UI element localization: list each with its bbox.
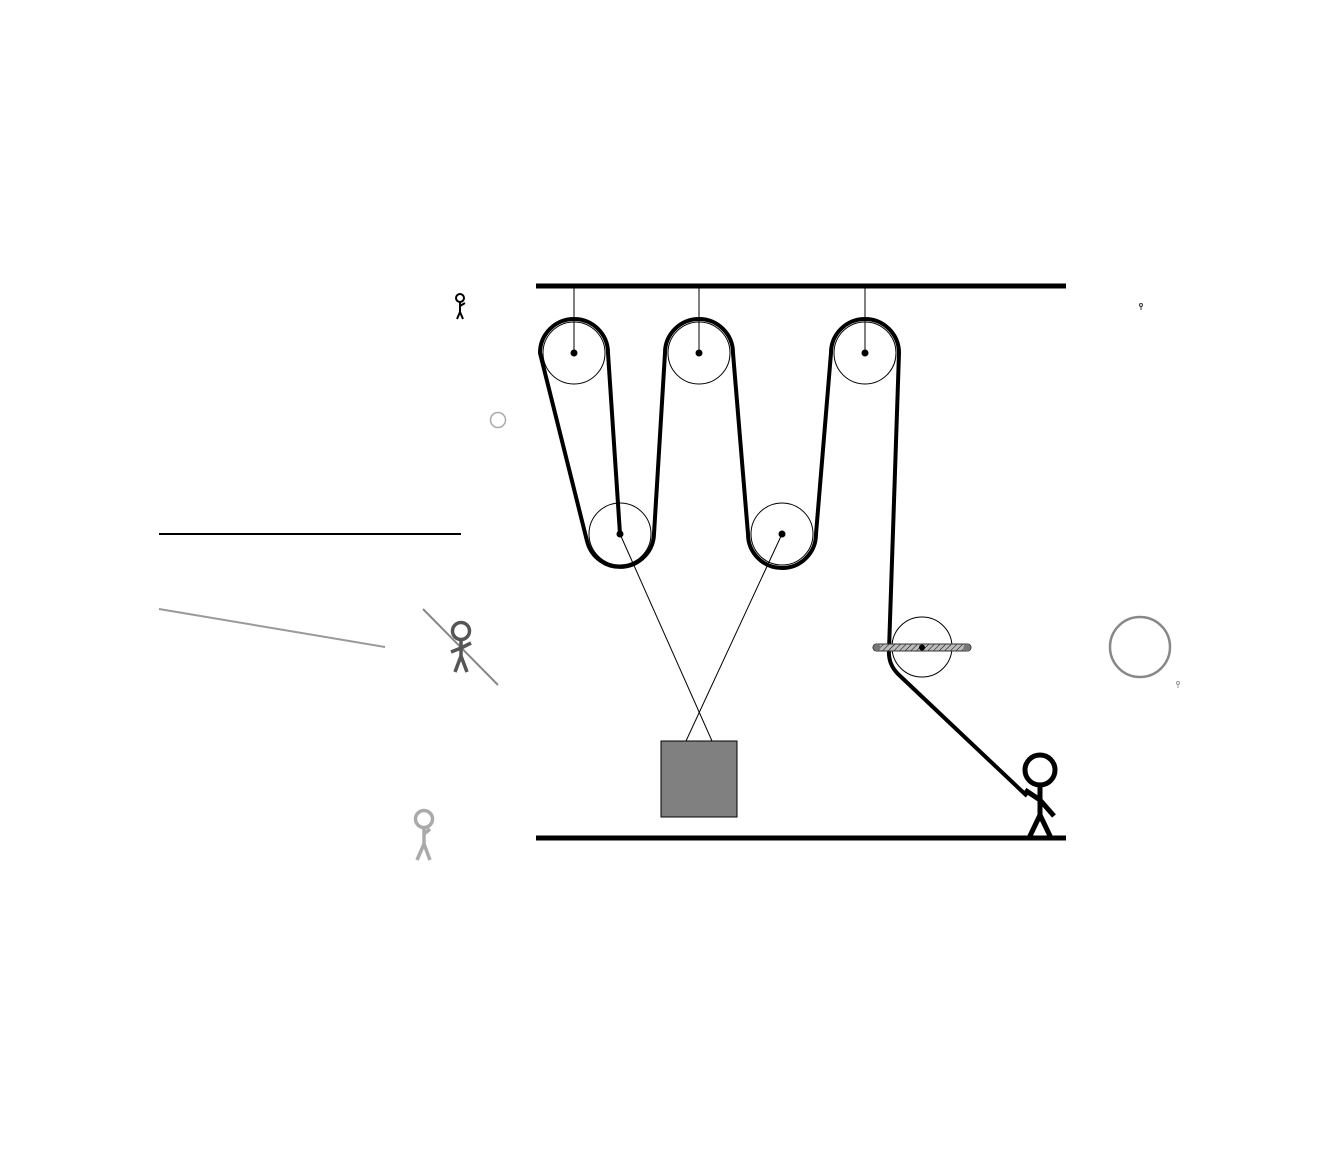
stick-figure-tiny-dark — [1139, 303, 1143, 310]
main-rope — [538, 317, 1029, 798]
load-string-left — [619, 533, 713, 742]
fixed-pulley-1 — [542, 321, 606, 385]
stick-figure-light-gray — [413, 808, 435, 861]
load-string-right — [685, 533, 783, 742]
distractor-line-gray — [158, 608, 386, 648]
person-stick-figure — [1022, 752, 1058, 840]
stick-figure-dark-gray — [450, 620, 472, 673]
stick-figure-small-black — [455, 293, 466, 320]
rope-pulley — [872, 616, 972, 678]
distractor-circle-small — [489, 411, 507, 429]
fixed-pulley-2 — [667, 321, 731, 385]
load-box — [660, 740, 738, 818]
distractor-circle-large — [1108, 615, 1172, 679]
fixed-pulley-3 — [833, 321, 897, 385]
stick-figure-tiny-gray — [1176, 681, 1180, 688]
